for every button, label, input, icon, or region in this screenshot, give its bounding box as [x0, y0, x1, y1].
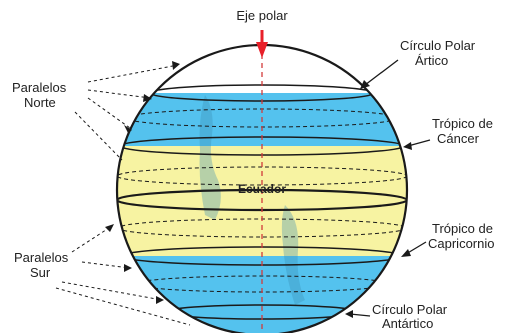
svg-text:Trópico de: Trópico de [432, 116, 493, 131]
svg-text:Círculo Polar: Círculo Polar [400, 38, 476, 53]
tropical-band [110, 146, 420, 256]
antarctic-circle-label: Círculo Polar Antártico [345, 302, 448, 331]
svg-text:Círculo Polar: Círculo Polar [372, 302, 448, 317]
svg-text:Trópico de: Trópico de [432, 221, 493, 236]
svg-text:Paralelos: Paralelos [14, 250, 69, 265]
axis-label: Eje polar [236, 8, 288, 23]
svg-text:Paralelos: Paralelos [12, 80, 67, 95]
svg-text:Antártico: Antártico [382, 316, 433, 331]
svg-text:Ártico: Ártico [415, 53, 448, 68]
svg-text:Cáncer: Cáncer [437, 131, 480, 146]
arctic-pointer [365, 60, 398, 85]
svg-text:Norte: Norte [24, 95, 56, 110]
tropic-capricorn-label: Trópico de Capricornio [401, 221, 494, 257]
svg-text:Capricornio: Capricornio [428, 236, 494, 251]
capricorn-pointer-head [401, 249, 411, 257]
svg-text:Sur: Sur [30, 265, 51, 280]
tropic-cancer-label: Trópico de Cáncer [403, 116, 493, 150]
cancer-pointer-head [403, 142, 412, 150]
antarctic-pointer-head [345, 310, 353, 318]
arctic-circle-label: Círculo Polar Ártico [360, 38, 476, 89]
equator-label: Ecuador [238, 182, 286, 196]
